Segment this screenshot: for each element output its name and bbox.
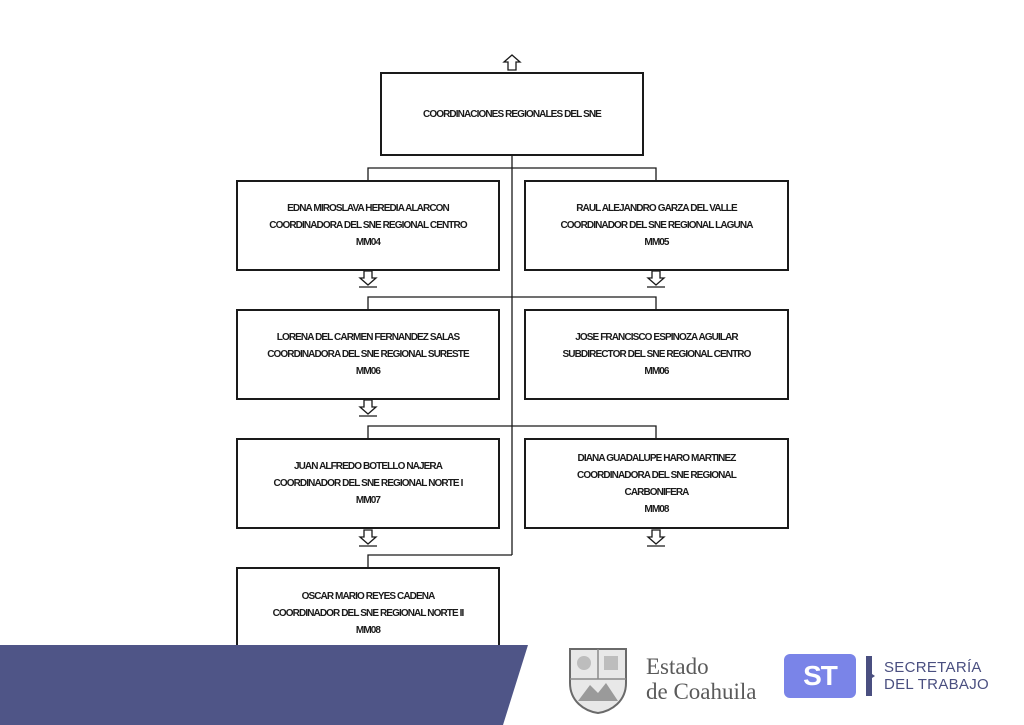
org-node-regional-sureste: LORENA DEL CARMEN FERNANDEZ SALAS COORDI… bbox=[236, 309, 500, 400]
org-node-regional-norte-i: JUAN ALFREDO BOTELLO NAJERA COORDINADOR … bbox=[236, 438, 500, 529]
org-node-regional-centro: EDNA MIROSLAVA HEREDIA ALARCON COORDINAD… bbox=[236, 180, 500, 271]
node-name: LORENA DEL CARMEN FERNANDEZ SALAS bbox=[276, 332, 460, 343]
up-arrow-icon bbox=[502, 54, 522, 71]
down-arrow-icon bbox=[646, 270, 666, 288]
coahuila-line-2: de Coahuila bbox=[646, 679, 757, 704]
coahuila-line-1: Estado bbox=[646, 654, 709, 679]
down-arrow-icon bbox=[358, 270, 378, 288]
org-node-regional-laguna: RAUL ALEJANDRO GARZA DEL VALLE COORDINAD… bbox=[524, 180, 789, 271]
node-name: RAUL ALEJANDRO GARZA DEL VALLE bbox=[576, 203, 738, 214]
node-code: MM08 bbox=[644, 503, 669, 515]
node-name: EDNA MIROSLAVA HEREDIA ALARCON bbox=[287, 203, 450, 214]
node-code: MM04 bbox=[355, 237, 381, 248]
org-node-regional-carbonifera: DIANA GUADALUPE HARO MARTINEZ COORDINADO… bbox=[524, 438, 789, 529]
node-name: DIANA GUADALUPE HARO MARTINEZ bbox=[577, 452, 737, 464]
org-node-regional-norte-ii: OSCAR MARIO REYES CADENA COORDINADOR DEL… bbox=[236, 567, 500, 660]
node-name: JUAN ALFREDO BOTELLO NAJERA bbox=[293, 461, 443, 472]
st-line-2: DEL TRABAJO bbox=[884, 676, 989, 693]
node-role: COORDINADOR DEL SNE REGIONAL NORTE II bbox=[272, 608, 465, 619]
node-role: COORDINADORA DEL SNE REGIONAL CENTRO bbox=[269, 220, 467, 231]
node-code: MM06 bbox=[644, 366, 669, 377]
node-code: MM05 bbox=[644, 237, 669, 248]
org-node-subdirector-centro: JOSE FRANCISCO ESPINOZA AGUILAR SUBDIREC… bbox=[524, 309, 789, 400]
node-name: JOSE FRANCISCO ESPINOZA AGUILAR bbox=[575, 332, 738, 343]
st-badge: ST bbox=[784, 654, 856, 698]
st-line-1: SECRETARÍA bbox=[884, 659, 982, 676]
node-code: MM06 bbox=[355, 366, 381, 377]
coahuila-logo: Estado de Coahuila bbox=[562, 643, 757, 715]
coahuila-seal-icon bbox=[569, 648, 627, 715]
down-arrow-icon bbox=[358, 529, 378, 547]
footer-band bbox=[0, 645, 528, 725]
node-code: MM08 bbox=[355, 625, 381, 636]
bracket-icon bbox=[866, 656, 875, 696]
root-box: COORDINACIONES REGIONALES DEL SNE bbox=[380, 72, 644, 156]
down-arrow-icon bbox=[358, 399, 378, 417]
root-title: COORDINACIONES REGIONALES DEL SNE bbox=[423, 108, 602, 120]
secretaria-trabajo-logo: ST SECRETARÍA DEL TRABAJO bbox=[784, 654, 989, 698]
down-arrow-icon bbox=[646, 529, 666, 547]
node-name: OSCAR MARIO REYES CADENA bbox=[301, 591, 436, 602]
node-role: COORDINADORA DEL SNE REGIONAL CARBONIFER… bbox=[577, 469, 737, 498]
node-role: COORDINADOR DEL SNE REGIONAL NORTE I bbox=[273, 478, 464, 489]
node-code: MM07 bbox=[355, 495, 381, 506]
node-role: SUBDIRECTOR DEL SNE REGIONAL CENTRO bbox=[562, 349, 752, 360]
node-role: COORDINADORA DEL SNE REGIONAL SURESTE bbox=[267, 349, 469, 360]
node-role: COORDINADOR DEL SNE REGIONAL LAGUNA bbox=[560, 220, 753, 231]
